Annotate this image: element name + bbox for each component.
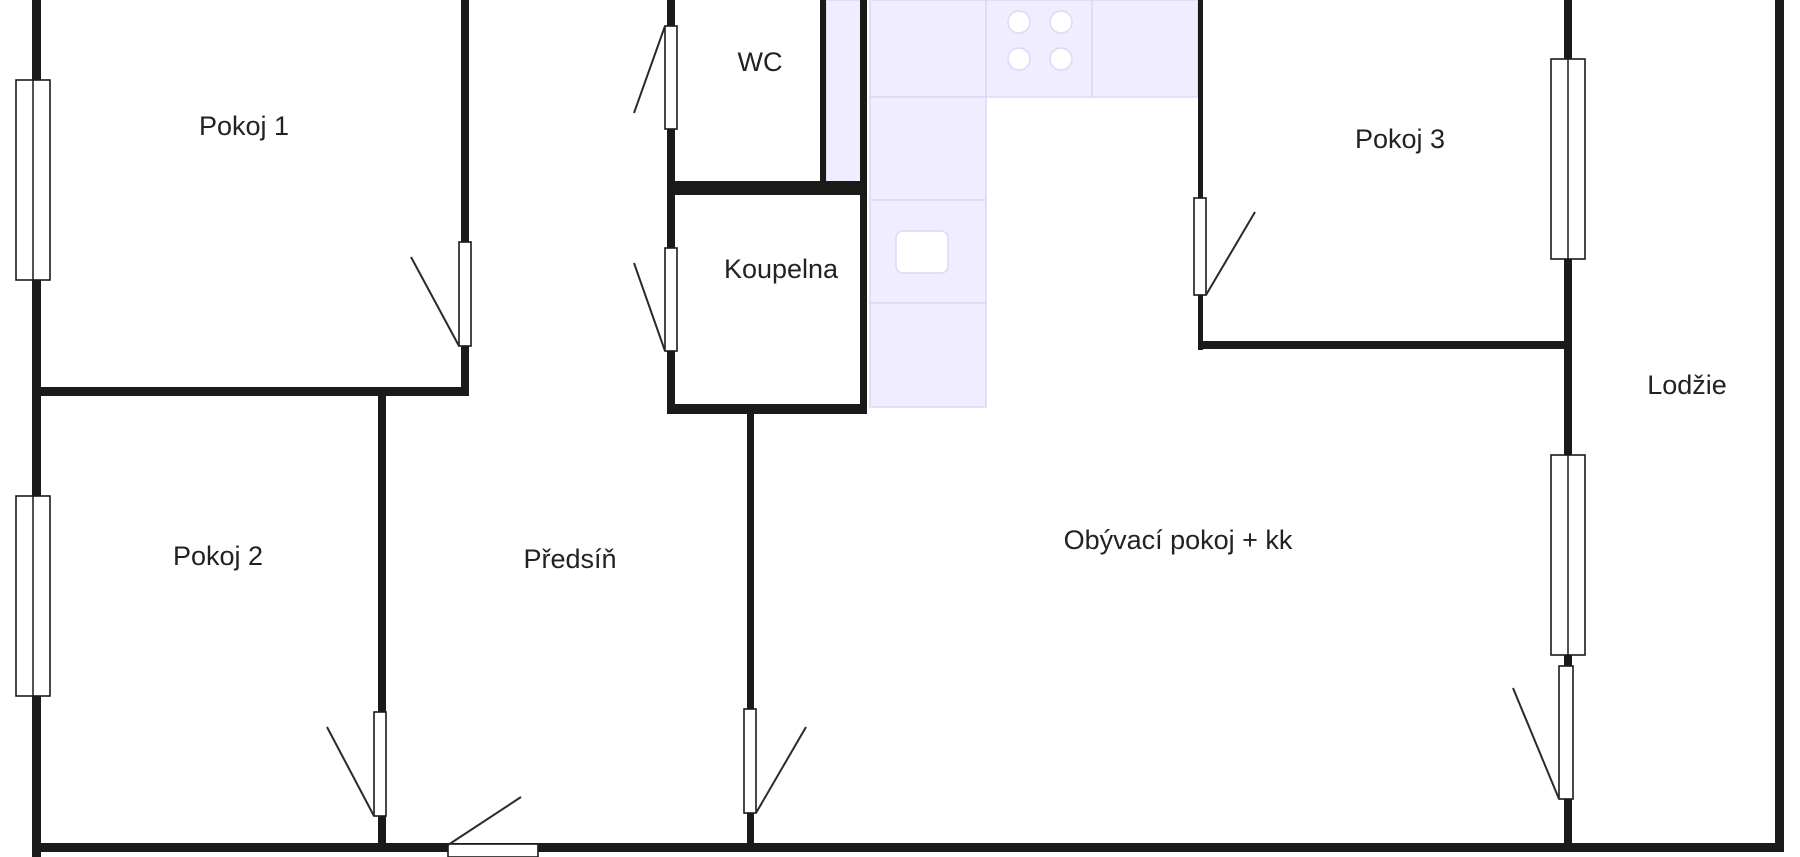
door-pokoj2	[326, 711, 387, 817]
door-koupelna	[633, 247, 678, 352]
door-obyvaci	[743, 708, 807, 814]
sink-icon	[895, 230, 949, 274]
hob-icon	[1007, 10, 1073, 71]
door-pokoj3	[1193, 197, 1256, 296]
window-pokoj1	[15, 79, 51, 281]
room-label-lodzie: Lodžie	[1647, 370, 1727, 400]
doors	[326, 25, 1574, 857]
room-label-wc: WC	[738, 47, 783, 77]
room-label-pokoj3: Pokoj 3	[1355, 124, 1445, 154]
room-label-pokoj2: Pokoj 2	[173, 541, 263, 571]
door-wc	[633, 25, 678, 130]
windows	[15, 58, 1586, 697]
walls	[32, 0, 1784, 857]
room-label-pokoj1: Pokoj 1	[199, 111, 289, 141]
room-label-obyvaci: Obývací pokoj + kk	[1064, 525, 1293, 555]
door-lodzie	[1512, 665, 1574, 800]
window-pokoj2	[15, 495, 51, 697]
room-label-predsin: Předsíň	[523, 544, 616, 574]
window-pokoj3	[1550, 58, 1586, 260]
window-obyvaci	[1550, 454, 1586, 656]
door-pokoj1	[410, 241, 472, 347]
door-entrance	[447, 796, 539, 857]
room-label-koupelna: Koupelna	[724, 254, 839, 284]
